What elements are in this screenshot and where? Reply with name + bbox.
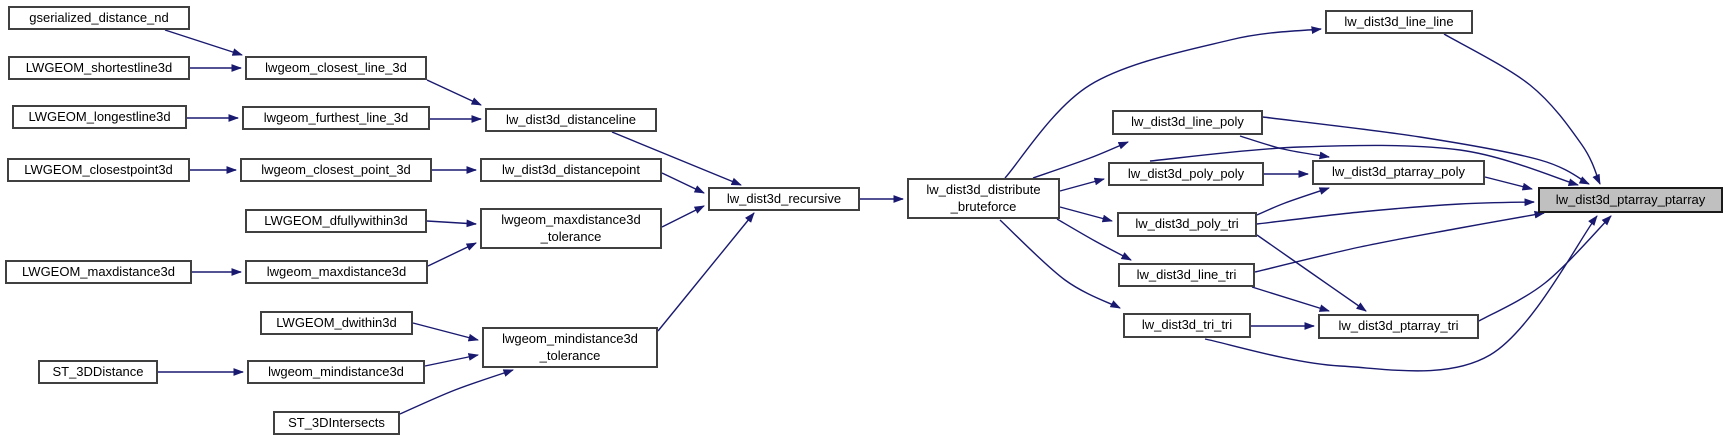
edge-lw_dist3d_line_tri--lw_dist3d_ptarray_tri (1251, 286, 1330, 312)
graph-node-label: ST_3DDistance (52, 363, 144, 379)
edge-lw_dist3d_distribute_bruteforce--lw_dist3d_poly_tri (1059, 206, 1113, 223)
graph-node-label: lw_dist3d_poly_tri (1135, 216, 1239, 232)
graph-node-lwgeom_mindistance3d[interactable]: lwgeom_mindistance3d (247, 360, 425, 384)
edges-group (158, 26, 1612, 415)
edge-lw_dist3d_poly_tri--lw_dist3d_ptarray_ptarray (1256, 198, 1535, 225)
graph-node-lw_dist3d_poly_tri[interactable]: lw_dist3d_poly_tri (1117, 212, 1257, 237)
edge-lw_dist3d_distribute_bruteforce--lw_dist3d_line_tri (1056, 218, 1132, 261)
graph-node-lwgeom_furthest_line_3d[interactable]: lwgeom_furthest_line_3d (242, 106, 430, 130)
graph-node-lw_dist3d_line_tri[interactable]: lw_dist3d_line_tri (1118, 263, 1255, 287)
graph-node-lw_dist3d_distanceline[interactable]: lw_dist3d_distanceline (485, 108, 657, 132)
graph-node-label: lw_dist3d_poly_poly (1127, 165, 1245, 181)
edge-lw_dist3d_distribute_bruteforce--lw_dist3d_line_poly (1032, 141, 1129, 179)
edge-lw_dist3d_line_tri--lw_dist3d_ptarray_ptarray (1254, 210, 1545, 273)
graph-node-lw_dist3d_ptarray_poly[interactable]: lw_dist3d_ptarray_poly (1312, 160, 1485, 185)
graph-node-ST_3DDistance[interactable]: ST_3DDistance (38, 360, 158, 384)
edge-lw_dist3d_line_line--lw_dist3d_ptarray_ptarray (1443, 33, 1601, 185)
edge-lw_dist3d_poly_poly--lw_dist3d_ptarray_ptarray (1149, 144, 1579, 187)
edge-lw_dist3d_ptarray_poly--lw_dist3d_ptarray_ptarray (1484, 176, 1533, 191)
edge-lw_dist3d_distancepoint--lw_dist3d_recursive (661, 172, 705, 194)
graph-node-label: lwgeom_closest_line_3d (265, 59, 407, 75)
edge-lw_dist3d_distanceline--lw_dist3d_recursive (611, 131, 742, 186)
graph-node-label: lwgeom_closest_point_3d (261, 161, 411, 177)
graph-node-label: lw_dist3d_line_tri (1136, 266, 1237, 282)
graph-node-label: lw_dist3d_ptarray_ptarray (1555, 191, 1706, 207)
graph-node-lw_dist3d_poly_poly[interactable]: lw_dist3d_poly_poly (1108, 162, 1264, 186)
graph-node-label: lwgeom_mindistance3d _tolerance (502, 331, 638, 363)
graph-node-label: lw_dist3d_distancepoint (501, 161, 641, 177)
graph-node-label: lw_dist3d_recursive (726, 190, 842, 206)
edge-lwgeom_mindistance3d_tolerance--lw_dist3d_recursive (657, 212, 755, 332)
edge-lw_dist3d_line_poly--lw_dist3d_ptarray_poly (1239, 135, 1330, 160)
edge-LWGEOM_dwithin3d--lwgeom_mindistance3d_tolerance (412, 322, 479, 342)
edge-gserialized_distance_nd--lwgeom_closest_line_3d (164, 29, 243, 56)
graph-node-lw_dist3d_line_line[interactable]: lw_dist3d_line_line (1325, 10, 1473, 34)
graph-node-lwgeom_closest_line_3d[interactable]: lwgeom_closest_line_3d (245, 56, 427, 80)
graph-node-lwgeom_mindistance3d_tolerance[interactable]: lwgeom_mindistance3d _tolerance (482, 327, 658, 368)
edge-lw_dist3d_distribute_bruteforce--lw_dist3d_tri_tri (999, 219, 1121, 309)
edge-lwgeom_maxdistance3d--lwgeom_maxdistance3d_tolerance (427, 242, 477, 267)
graph-node-label: lw_dist3d_distanceline (505, 111, 637, 127)
graph-node-lw_dist3d_ptarray_tri[interactable]: lw_dist3d_ptarray_tri (1318, 314, 1479, 339)
graph-node-ST_3DIntersects[interactable]: ST_3DIntersects (273, 411, 400, 435)
graph-node-lwgeom_maxdistance3d_tolerance[interactable]: lwgeom_maxdistance3d _tolerance (480, 208, 662, 249)
graph-node-label: lwgeom_furthest_line_3d (263, 109, 409, 125)
graph-node-label: lwgeom_mindistance3d (268, 363, 404, 379)
edge-lw_dist3d_distribute_bruteforce--lw_dist3d_poly_poly (1059, 177, 1105, 192)
graph-node-LWGEOM_closestpoint3d[interactable]: LWGEOM_closestpoint3d (7, 158, 190, 182)
graph-node-LWGEOM_maxdistance3d[interactable]: LWGEOM_maxdistance3d (5, 260, 192, 284)
edge-lw_dist3d_poly_tri--lw_dist3d_ptarray_poly (1256, 187, 1330, 216)
graph-node-lw_dist3d_ptarray_ptarray: lw_dist3d_ptarray_ptarray (1538, 187, 1723, 213)
edge-lw_dist3d_ptarray_tri--lw_dist3d_ptarray_ptarray (1478, 215, 1612, 322)
edge-ST_3DIntersects--lwgeom_mindistance3d_tolerance (399, 369, 514, 415)
graph-node-label: lwgeom_maxdistance3d _tolerance (501, 212, 641, 244)
graph-node-label: LWGEOM_maxdistance3d (22, 263, 175, 279)
graph-node-lw_dist3d_distribute_bruteforce[interactable]: lw_dist3d_distribute _bruteforce (907, 178, 1060, 219)
graph-node-label: lwgeom_maxdistance3d (266, 263, 407, 279)
graph-node-label: lw_dist3d_distribute _bruteforce (926, 182, 1041, 214)
graph-node-label: ST_3DIntersects (288, 414, 385, 430)
graph-node-label: gserialized_distance_nd (29, 9, 169, 25)
edge-lw_dist3d_distribute_bruteforce--lw_dist3d_line_line (1004, 26, 1322, 179)
graph-node-label: LWGEOM_dwithin3d (276, 314, 397, 330)
edge-lw_dist3d_tri_tri--lw_dist3d_ptarray_ptarray (1204, 215, 1598, 372)
graph-node-lw_dist3d_line_poly[interactable]: lw_dist3d_line_poly (1112, 110, 1263, 135)
edge-lw_dist3d_poly_tri--lw_dist3d_ptarray_tri (1256, 234, 1367, 312)
edge-lwgeom_maxdistance3d_tolerance--lw_dist3d_recursive (661, 205, 705, 228)
graph-node-label: LWGEOM_closestpoint3d (24, 161, 173, 177)
graph-node-label: LWGEOM_dfullywithin3d (264, 212, 408, 228)
graph-node-label: lw_dist3d_line_poly (1131, 114, 1244, 130)
graph-node-label: lw_dist3d_tri_tri (1141, 317, 1233, 333)
graph-node-label: LWGEOM_shortestline3d (25, 59, 173, 75)
graph-node-lwgeom_maxdistance3d[interactable]: lwgeom_maxdistance3d (245, 260, 428, 284)
graph-node-LWGEOM_longestline3d[interactable]: LWGEOM_longestline3d (12, 105, 187, 129)
edge-lw_dist3d_line_poly--lw_dist3d_ptarray_ptarray (1262, 116, 1590, 185)
graph-node-lw_dist3d_tri_tri[interactable]: lw_dist3d_tri_tri (1123, 313, 1251, 338)
graph-node-lw_dist3d_recursive[interactable]: lw_dist3d_recursive (708, 187, 860, 211)
graph-node-LWGEOM_dfullywithin3d[interactable]: LWGEOM_dfullywithin3d (245, 209, 427, 233)
graph-node-lwgeom_closest_point_3d[interactable]: lwgeom_closest_point_3d (240, 158, 432, 182)
edge-lwgeom_closest_line_3d--lw_dist3d_distanceline (426, 79, 482, 106)
graph-node-label: lw_dist3d_ptarray_poly (1332, 164, 1465, 180)
graph-node-label: LWGEOM_longestline3d (28, 108, 171, 124)
graph-node-label: lw_dist3d_line_line (1344, 13, 1454, 29)
graph-node-gserialized_distance_nd[interactable]: gserialized_distance_nd (8, 6, 190, 30)
edge-LWGEOM_dfullywithin3d--lwgeom_maxdistance3d_tolerance (426, 219, 477, 228)
graph-node-label: lw_dist3d_ptarray_tri (1338, 318, 1459, 334)
edge-lwgeom_mindistance3d--lwgeom_mindistance3d_tolerance (424, 353, 479, 367)
graph-node-lw_dist3d_distancepoint[interactable]: lw_dist3d_distancepoint (480, 158, 662, 182)
graph-node-LWGEOM_shortestline3d[interactable]: LWGEOM_shortestline3d (8, 56, 190, 80)
graph-node-LWGEOM_dwithin3d[interactable]: LWGEOM_dwithin3d (260, 311, 413, 335)
